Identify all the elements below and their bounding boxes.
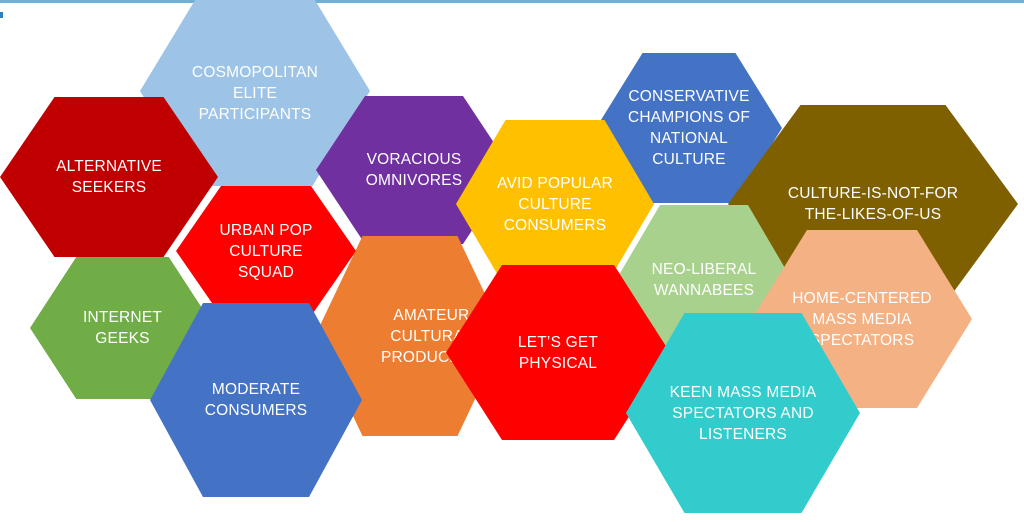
corner-marker: [0, 12, 3, 18]
hex-label: ALTERNATIVE SEEKERS: [56, 158, 162, 196]
hex-label: CONSERVATIVE CHAMPIONS OF NATIONAL CULTU…: [627, 88, 751, 168]
hex-label: INTERNET GEEKS: [82, 309, 163, 347]
top-accent-bar: [0, 0, 1024, 3]
hex-label: CULTURE-IS-NOT-FOR THE-LIKES-OF-US: [787, 185, 959, 223]
hex-label: URBAN POP CULTURE SQUAD: [219, 221, 313, 281]
hex-label: COSMOPOLITAN ELITE PARTICIPANTS: [191, 63, 319, 123]
hex-avid-popular-culture-consumers: AVID POPULAR CULTURE CONSUMERS: [456, 120, 654, 288]
hex-moderate-consumers: MODERATE CONSUMERS: [150, 303, 362, 497]
hex-label: NEO-LIBERAL WANNABEES: [651, 261, 757, 299]
hex-label: LET’S GET PHYSICAL: [517, 333, 599, 372]
hex-urban-pop-culture-squad: URBAN POP CULTURE SQUAD: [176, 186, 356, 316]
hex-label: HOME-CENTERED MASS MEDIA SPECTATORS: [792, 289, 932, 349]
hex-label: KEEN MASS MEDIA SPECTATORS AND LISTENERS: [669, 383, 817, 443]
hex-label: AVID POPULAR CULTURE CONSUMERS: [497, 174, 613, 234]
hex-label: VORACIOUS OMNIVORES: [365, 151, 463, 189]
hex-label: MODERATE CONSUMERS: [204, 381, 308, 419]
hex-keen-mass-media-spectators-and-listeners: KEEN MASS MEDIA SPECTATORS AND LISTENERS: [626, 313, 860, 513]
